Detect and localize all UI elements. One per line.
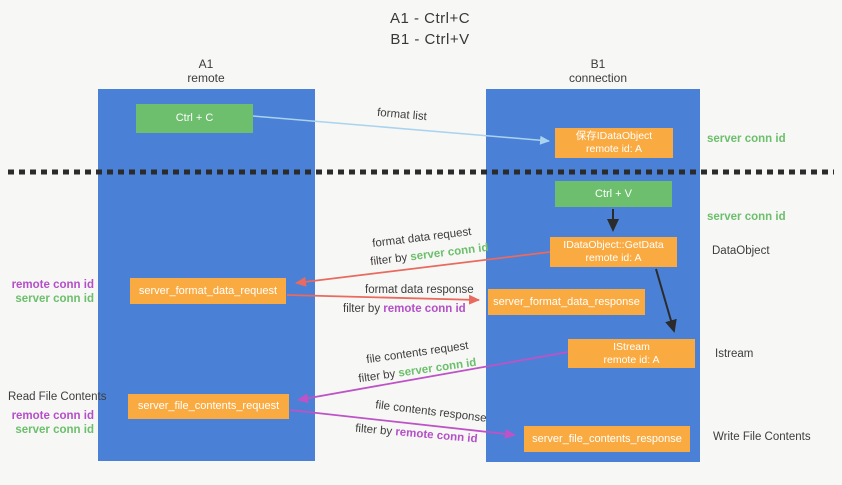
- side-label-server-conn-id-top: server conn id: [707, 133, 786, 145]
- edge-label-filter-remote-1: filter by remote conn id: [343, 303, 466, 315]
- node-server-file-contents-request: server_file_contents_request: [128, 394, 289, 419]
- edge-label-format-list: format list: [376, 106, 428, 124]
- filter-by-text: filter by: [369, 251, 412, 269]
- node-save-idataobject: 保存IDataObject remote id: A: [555, 128, 673, 158]
- right-lane-header-name: B1: [590, 57, 606, 71]
- node-ctrl-v: Ctrl + V: [555, 181, 672, 207]
- edge-label-format-data-response: format data response: [365, 284, 474, 296]
- node-server-format-data-response-label: server_format_data_response: [493, 295, 640, 308]
- left-lane-header-name: A1: [198, 57, 214, 71]
- remote-conn-id-text: remote conn id: [394, 426, 478, 446]
- node-ctrl-c-label: Ctrl + C: [175, 112, 214, 124]
- remote-conn-id-label: remote conn id: [11, 410, 94, 422]
- edge-label-file-contents-response: file contents response: [374, 399, 488, 425]
- node-idataobject-getdata: IDataObject::GetData remote id: A: [550, 237, 677, 267]
- node-save-idataobject-line1: 保存IDataObject: [575, 130, 653, 142]
- remote-conn-id-text: remote conn id: [383, 303, 466, 315]
- side-label-read-file-contents: Read File Contents: [8, 391, 107, 403]
- node-ctrl-v-label: Ctrl + V: [595, 187, 632, 200]
- node-istream-line1: IStream: [613, 340, 650, 353]
- side-label-istream: Istream: [715, 348, 754, 360]
- filter-by-text: filter by: [354, 422, 396, 439]
- diagram-title: A1 - Ctrl+C B1 - Ctrl+V: [280, 8, 580, 50]
- side-label-left-conn-ids-top: remote conn id server conn id: [9, 278, 94, 306]
- node-idataobject-getdata-line1: IDataObject::GetData: [563, 239, 664, 251]
- node-server-file-contents-request-label: server_file_contents_request: [137, 400, 280, 412]
- title-line-2: B1 - Ctrl+V: [390, 31, 470, 48]
- node-save-idataobject-line2: remote id: A: [585, 143, 643, 155]
- node-ctrl-c: Ctrl + C: [136, 104, 253, 133]
- server-conn-id-text: server conn id: [397, 356, 478, 380]
- side-label-dataobject: DataObject: [712, 245, 770, 257]
- node-istream-line2: remote id: A: [603, 353, 660, 366]
- node-server-format-data-request: server_format_data_request: [130, 278, 286, 304]
- node-idataobject-getdata-line2: remote id: A: [585, 252, 642, 264]
- left-lane-header: A1 remote: [146, 57, 266, 85]
- server-conn-id-text: server conn id: [409, 241, 490, 264]
- edge-label-filter-remote-2: filter by remote conn id: [355, 423, 478, 446]
- right-lane-header: B1 connection: [538, 57, 658, 85]
- node-server-format-data-request-label: server_format_data_request: [138, 284, 278, 297]
- node-server-file-contents-response: server_file_contents_response: [524, 426, 690, 452]
- filter-by-text: filter by: [357, 367, 400, 386]
- side-label-left-conn-ids-bottom: remote conn id server conn id: [9, 409, 94, 437]
- node-server-file-contents-response-label: server_file_contents_response: [532, 432, 682, 445]
- filter-by-text: filter by: [343, 303, 384, 315]
- node-istream: IStream remote id: A: [568, 339, 695, 368]
- right-lane-header-sub: connection: [568, 71, 628, 85]
- remote-conn-id-label: remote conn id: [11, 279, 94, 291]
- title-line-1: A1 - Ctrl+C: [389, 10, 471, 27]
- left-lane-header-sub: remote: [187, 71, 225, 85]
- node-server-format-data-response: server_format_data_response: [488, 289, 645, 315]
- side-label-server-conn-id-mid: server conn id: [707, 211, 786, 223]
- side-label-write-file-contents: Write File Contents: [713, 431, 811, 443]
- server-conn-id-label: server conn id: [15, 293, 94, 305]
- server-conn-id-label: server conn id: [15, 424, 94, 436]
